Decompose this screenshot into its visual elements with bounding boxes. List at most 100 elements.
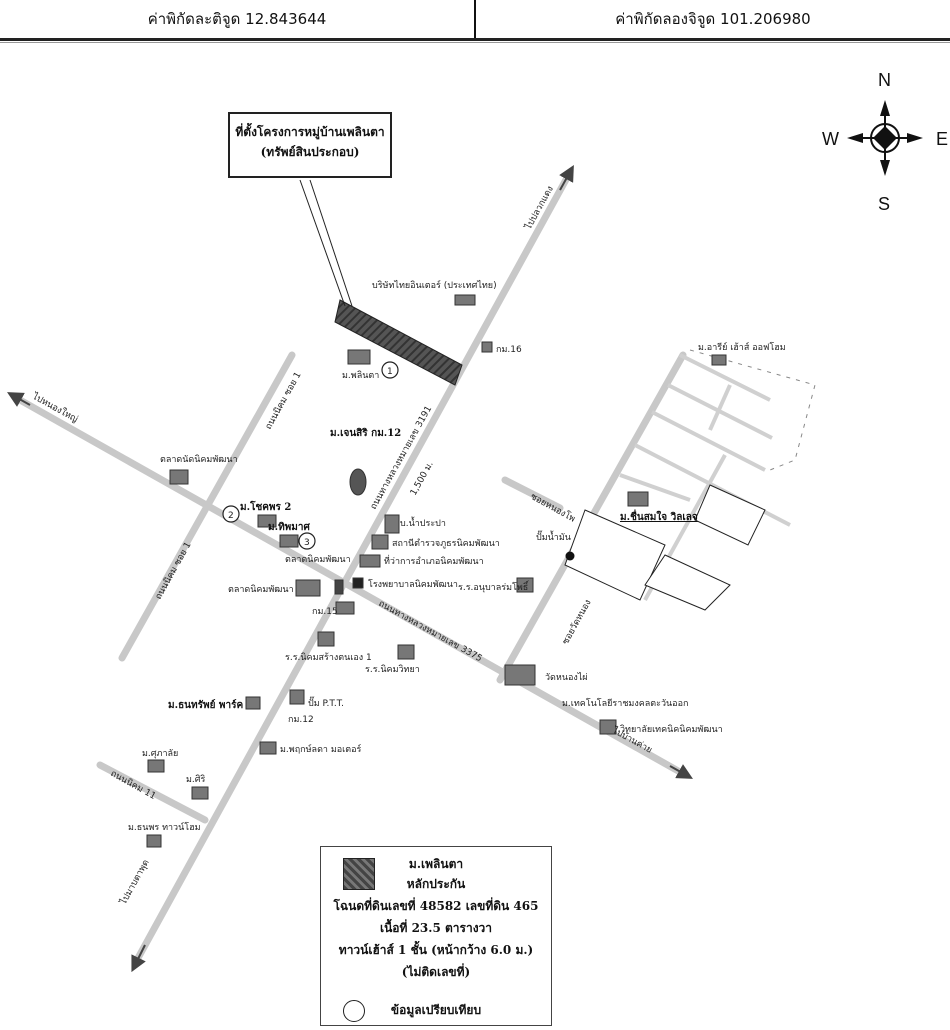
temple-icon [349, 468, 367, 496]
compass-west: W [822, 129, 839, 149]
building-icon [169, 469, 189, 485]
ptt-icon [289, 689, 305, 705]
label-school-3: ร.ร.นิคมวิทยา [365, 664, 420, 675]
callout-subtitle: (ทรัพย์สินประกอบ) [260, 145, 360, 159]
compass-north: N [878, 70, 891, 90]
legend-title: ม.เพลินตา [408, 857, 464, 871]
label-market-2: ตลาดนิคมพัฒนา [228, 584, 294, 595]
label-distance: 1,500 ม. [409, 460, 436, 498]
label-km16: กม.16 [496, 345, 522, 355]
house-icon [147, 759, 165, 773]
label-to-map-ta-phut: ไปมาบตาพุด [118, 858, 152, 908]
label-school-4: ร.ร.อนุบาลร่มโพธิ์ [458, 580, 530, 593]
latitude-label: ค่าพิกัดละติจูด 12.843644 [0, 0, 476, 38]
label-school-2: ร.ร.นิคมสร้างตนเอง 1 [285, 652, 372, 663]
factory-icon [454, 294, 476, 306]
label-km15: กม.15 [312, 607, 338, 617]
label-temple: วัดหนองไผ่ [545, 672, 588, 683]
house-icon [711, 354, 727, 366]
label-soi-1-lower: ถนนนิคม ซอย 1 [153, 540, 194, 601]
junction-dot [565, 551, 575, 561]
label-highway-3191: ถนนทางหลวงหมายเลข 3191 [369, 405, 434, 512]
office-icon [359, 554, 381, 568]
callout-pointer [299, 179, 346, 307]
subdivision-boundary [689, 349, 816, 471]
label-school: ตลาดนิคมพัฒนา [285, 554, 351, 565]
legend-comparison: ข้อมูลเปรียบเทียบ [390, 1003, 482, 1017]
label-tech-college: วิทยาลัยเทคนิคนิคมพัฒนา [620, 724, 723, 735]
label-village-pruk: ม.พฤกษ์ลดา มอเตอร์ [280, 743, 361, 755]
house-icon [191, 786, 209, 800]
house-icon [146, 834, 162, 848]
bank-icon [334, 579, 344, 595]
label-market: ตลาดนัดนิคมพัฒนา [160, 454, 238, 465]
label-police: สถานีตำรวจภูธรนิคมพัฒนา [392, 538, 500, 549]
label-village-lower: ม.ธนพร ทาวน์โฮม [128, 821, 201, 833]
direction-arrows [7, 165, 693, 973]
label-soi-nong-pho: ซอยหนองโพ [529, 491, 578, 525]
compass-south: S [878, 194, 890, 214]
label-village-park: ม.ธนทรัพย์ พาร์ค [168, 699, 243, 711]
comparison-circle-icon [343, 1000, 365, 1022]
label-village-sub: ม.ศุภาลัย [142, 749, 178, 759]
label-junction: ปั๊มน้ำมัน [536, 530, 571, 543]
label-soi-right: ซอยวัดหนอง [561, 598, 594, 646]
highway-3191-road [134, 172, 572, 962]
soi-road-right [501, 476, 564, 512]
landmark-icons [146, 294, 727, 848]
subdivision-roads [619, 353, 791, 601]
comparison-pin-2[interactable]: 2 [228, 511, 234, 521]
subdivision-plots [564, 484, 766, 611]
compass-rose: N S W E [822, 70, 948, 214]
market-icon [295, 579, 321, 597]
longitude-label: ค่าพิกัดลองจิจูด 101.206980 [615, 10, 811, 28]
label-district-office: ที่ว่าการอำเภอนิคมพัฒนา [384, 554, 484, 567]
label-village-2: ม.โชคพร 2 [240, 500, 291, 513]
college-icon [599, 719, 617, 735]
water-tower-icon [384, 514, 400, 534]
label-village-sirin: ม.ศิริ [186, 774, 206, 785]
house-icon [279, 534, 299, 548]
hospital-icon [352, 577, 364, 589]
house-icon [257, 514, 277, 528]
soi-road-lower [96, 761, 209, 824]
label-village-ee: ม.อารีย์ เฮ้าส์ ออฟโฮม [698, 341, 786, 353]
highway-3375-road [16, 396, 684, 776]
school-icon [397, 644, 415, 660]
label-village-3: ม.ทิพมาศ [268, 521, 310, 533]
label-km12: กม.12 [288, 715, 314, 725]
label-highway-3375: ถนนทางหลวงหมายเลข 3375 [377, 599, 484, 664]
label-water-supply: บ.น้ำประปา [400, 516, 446, 529]
honda-icon [335, 601, 355, 615]
police-icon [371, 534, 389, 550]
soi-road-left [118, 351, 296, 662]
legend-no-number: (ไม่ติดเลขที่) [401, 965, 471, 979]
callout-pointer-2 [309, 179, 353, 307]
house-icon [347, 349, 371, 365]
school-icon [516, 577, 534, 593]
subject-property-plot[interactable] [334, 299, 463, 386]
legend-area: เนื้อที่ 23.5 ตารางวา [379, 921, 493, 935]
header-divider-thin [0, 42, 950, 43]
coordinate-header: ค่าพิกัดละติจูด 12.843644 ค่าพิกัดลองจิจ… [0, 0, 950, 38]
label-village-12: ม.เจนสิริ กม.12 [330, 427, 401, 439]
label-factory: บริษัทไทยอินเตอร์ (ประเทศไทย) [372, 279, 497, 291]
house-icon [627, 491, 649, 507]
label-college: ม.เทคโนโลยีราชมงคลตะวันออก [562, 698, 688, 709]
temple-building-icon [504, 664, 536, 686]
map-legend: ม.เพลินตา หลักประกัน โฉนดที่ดินเลขที่ 48… [320, 846, 552, 1026]
label-soi-11: ถนนนิคม 11 [109, 768, 158, 802]
label-hospital: โรงพยาบาลนิคมพัฒนา [368, 579, 458, 590]
house-icon [259, 741, 277, 755]
km-marker-icon [481, 341, 493, 353]
label-village-subject: ม.พลินตา [342, 370, 379, 381]
legend-type: ทาวน์เฮ้าส์ 1 ชั้น (หน้ากว้าง 6.0 ม.) [338, 943, 534, 957]
subject-swatch-icon [343, 858, 375, 890]
compass-east: E [936, 129, 948, 149]
house-icon [245, 696, 261, 710]
comparison-pin-1[interactable]: 1 [387, 367, 393, 377]
comparison-pin-3[interactable]: 3 [304, 538, 310, 548]
legend-deed: โฉนดที่ดินเลขที่ 48582 เลขที่ดิน 465 [333, 899, 539, 913]
header-divider [0, 38, 950, 41]
